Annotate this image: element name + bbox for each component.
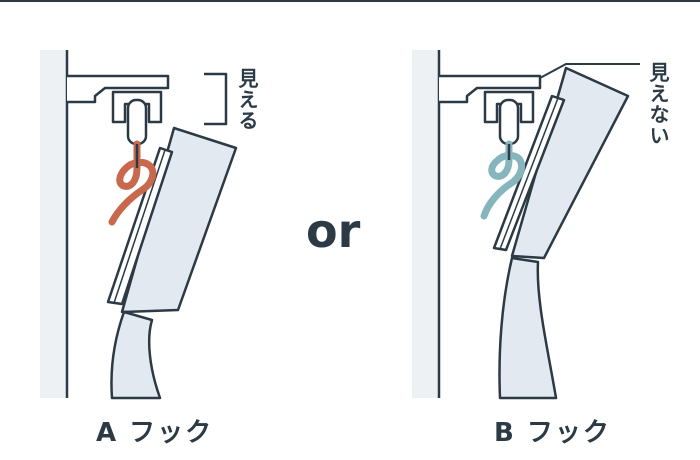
rail-runner-b <box>483 90 535 124</box>
caption-hook-b: B フック <box>494 418 611 448</box>
panel-b <box>412 50 640 400</box>
rail-bracket-b <box>439 74 542 104</box>
wall-a <box>40 50 67 398</box>
pleat-line-b1 <box>499 97 559 250</box>
curtain-header-b <box>510 66 630 260</box>
hook-slider-b <box>498 98 520 146</box>
or-separator: or <box>306 204 361 258</box>
rail-bracket-a <box>67 74 170 104</box>
label-hidden: 見えない <box>646 62 670 146</box>
panel-a <box>40 50 238 400</box>
visible-bracket-marker <box>204 72 228 126</box>
hook-slider-a <box>126 98 148 146</box>
wall-b <box>412 50 439 398</box>
curtain-drape-b <box>498 256 558 400</box>
pleat-line-a1 <box>113 149 166 304</box>
rail-runner-a <box>111 90 163 124</box>
hidden-leader-line <box>539 63 640 79</box>
label-visible: 見える <box>235 68 259 131</box>
caption-hook-a: A フック <box>96 418 214 448</box>
curtain-drape-a <box>110 310 162 400</box>
